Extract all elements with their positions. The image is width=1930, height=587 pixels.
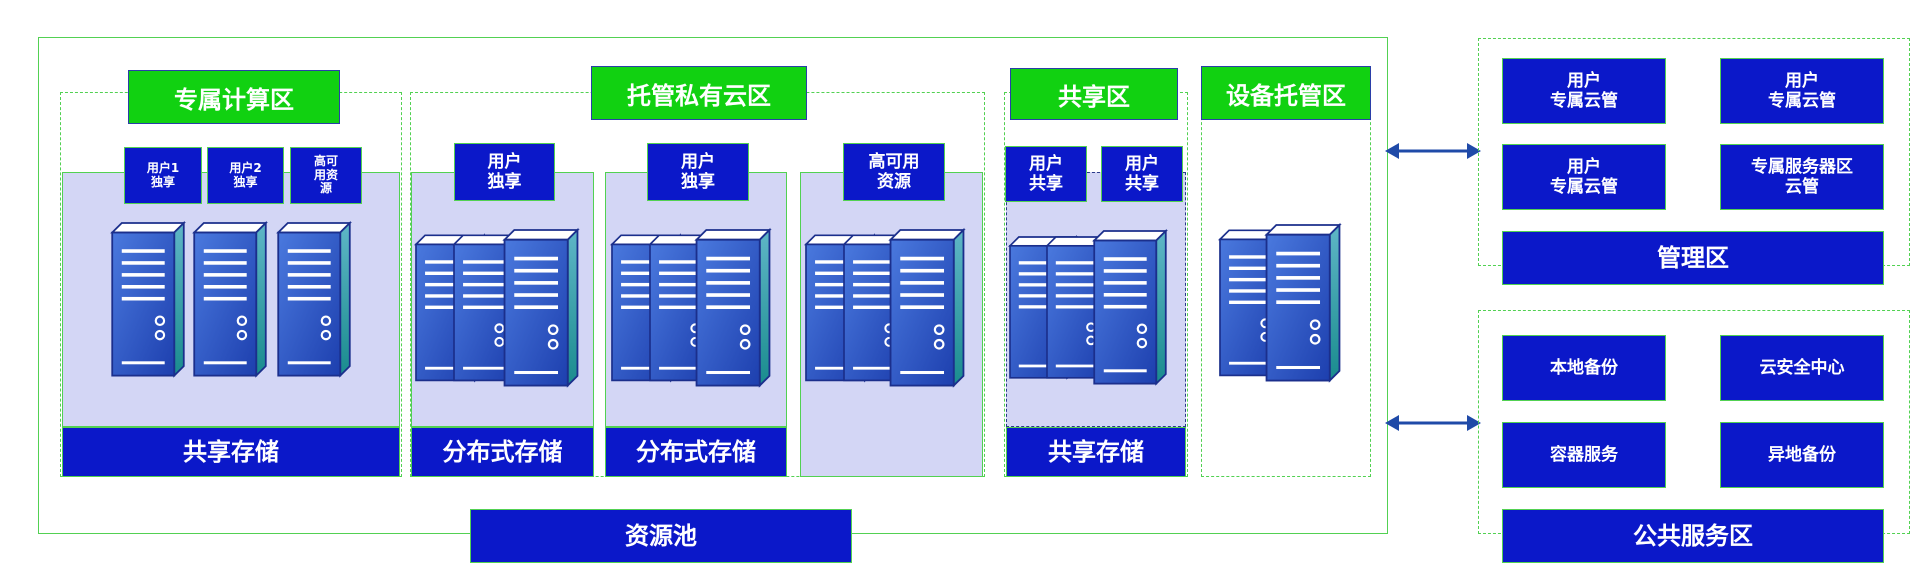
public-service-item: 异地备份: [1720, 422, 1884, 488]
tag-user-shared: 用户 共享: [1005, 146, 1087, 202]
server-rack-icon: [193, 221, 267, 377]
public-service-item: 容器服务: [1502, 422, 1666, 488]
tag-user1-exclusive: 用户1 独享: [124, 147, 202, 204]
management-item: 专属服务器区 云管: [1720, 144, 1884, 210]
management-zone-label: 管理区: [1502, 231, 1884, 285]
tag-user2-exclusive: 用户2 独享: [207, 147, 284, 204]
management-item: 用户 专属云管: [1720, 58, 1884, 124]
dedicated-compute-title: 专属计算区: [128, 70, 340, 124]
tag-user-exclusive: 用户 独享: [454, 143, 555, 201]
management-item: 用户 专属云管: [1502, 58, 1666, 124]
distributed-storage-box: 分布式存储: [605, 427, 787, 477]
device-hosting-title: 设备托管区: [1201, 66, 1371, 120]
server-rack-icon: [889, 228, 965, 387]
tag-user-exclusive: 用户 独享: [647, 143, 749, 201]
public-service-item: 云安全中心: [1720, 335, 1884, 401]
server-rack-icon: [1265, 223, 1341, 382]
public-service-zone-label: 公共服务区: [1502, 509, 1884, 563]
tag-high-availability: 高可 用资 源: [290, 147, 362, 204]
public-service-item: 本地备份: [1502, 335, 1666, 401]
shared-zone-title: 共享区: [1010, 68, 1178, 120]
tag-high-availability: 高可用 资源: [843, 143, 945, 201]
tag-user-shared: 用户 共享: [1101, 146, 1183, 202]
shared-storage-box: 共享存储: [62, 427, 400, 477]
management-item: 用户 专属云管: [1502, 144, 1666, 210]
server-rack-icon: [695, 228, 771, 387]
hosted-private-cloud-title: 托管私有云区: [591, 66, 807, 120]
distributed-storage-box: 分布式存储: [411, 427, 594, 477]
server-rack-icon: [503, 228, 579, 387]
resource-pool-label: 资源池: [470, 509, 852, 563]
bidirectional-arrow-icon: [1385, 415, 1481, 431]
bidirectional-arrow-icon: [1385, 143, 1481, 159]
server-rack-icon: [111, 221, 185, 377]
server-rack-icon: [1093, 229, 1167, 385]
server-rack-icon: [277, 221, 351, 377]
shared-storage-box: 共享存储: [1006, 427, 1186, 477]
